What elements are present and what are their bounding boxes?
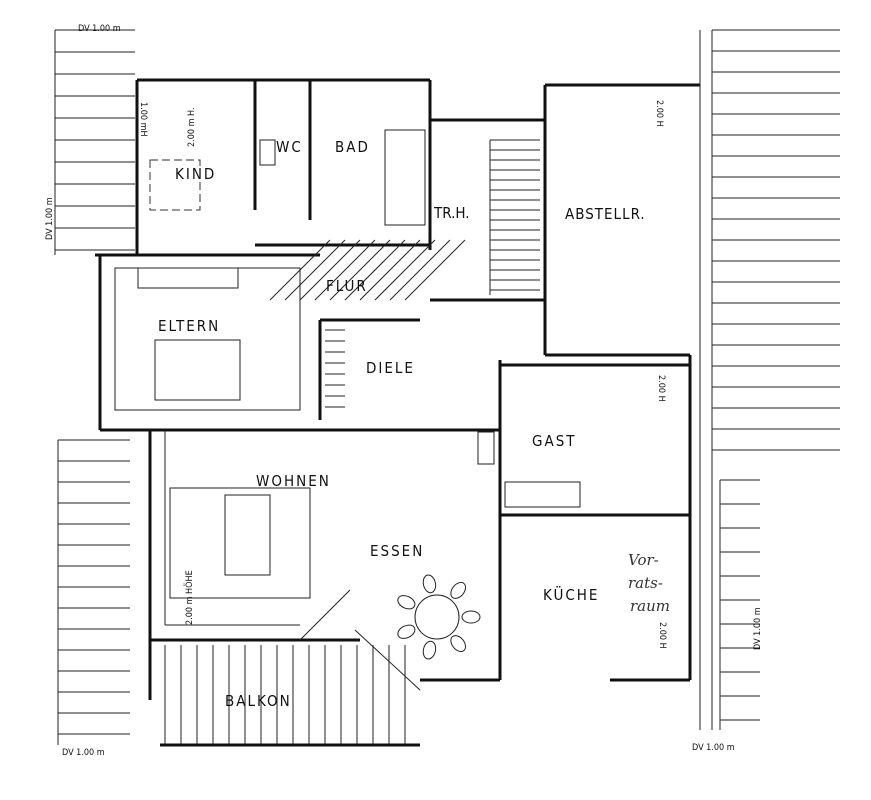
dimension-wohnen-height: 2.00 m HÖHE bbox=[184, 570, 195, 625]
stove-icon bbox=[477, 431, 495, 465]
dining-chair bbox=[397, 624, 416, 639]
furniture bbox=[137, 129, 581, 691]
wardrobe bbox=[137, 267, 239, 289]
sofa bbox=[169, 487, 311, 599]
hatch-line bbox=[314, 239, 376, 301]
room-label-wc: WC bbox=[276, 138, 303, 156]
toilet-icon bbox=[259, 139, 276, 166]
hatch-line bbox=[374, 239, 436, 301]
dimension-dv-left: DV 1.00 m bbox=[45, 197, 55, 240]
dining-chairs bbox=[397, 574, 481, 660]
hatch-line bbox=[284, 239, 346, 301]
flur-hatching bbox=[269, 239, 466, 408]
dimension-kind-height-2: 2.00 m H. bbox=[187, 107, 197, 147]
dimension-dv-right: DV 1.00 m bbox=[753, 607, 763, 650]
hatch-line bbox=[299, 239, 361, 301]
dimension-dv-top-left: DV 1.00 m bbox=[78, 24, 121, 34]
room-label-essen: ESSEN bbox=[370, 542, 424, 560]
room-label-abstellraum: ABSTELLR. bbox=[565, 205, 646, 223]
dining-chair bbox=[422, 640, 437, 660]
roof-slope-hatching bbox=[54, 29, 840, 747]
double-bed bbox=[154, 339, 241, 401]
dining-chair bbox=[422, 574, 437, 594]
door-swing bbox=[299, 589, 421, 691]
room-label-wohnen: WOHNEN bbox=[256, 472, 331, 490]
dining-chair bbox=[397, 595, 416, 610]
room-label-diele: DIELE bbox=[366, 359, 415, 377]
room-label-kind: KIND bbox=[175, 165, 216, 183]
hatch-line bbox=[329, 239, 391, 301]
dining-table bbox=[414, 594, 460, 640]
room-label-bad: BAD bbox=[335, 138, 370, 156]
dimension-dv-bottom-right: DV 1.00 m bbox=[692, 743, 735, 753]
room-label-balkon: BALKON bbox=[225, 692, 292, 710]
room-label-gast: GAST bbox=[532, 432, 577, 450]
room-label-eltern: ELTERN bbox=[158, 317, 220, 335]
child-bed bbox=[149, 159, 201, 211]
handwritten-note-line-3: raum bbox=[630, 597, 670, 615]
room-label-treppenhaus: TR.H. bbox=[433, 204, 470, 222]
dining-chair bbox=[450, 581, 467, 599]
hatch-line bbox=[389, 239, 451, 301]
dimension-gast-height: 2.00 H bbox=[656, 375, 666, 402]
dimension-kueche-height: 2.00 H bbox=[657, 622, 667, 649]
dining-chair bbox=[461, 610, 481, 624]
hatch-line bbox=[344, 239, 406, 301]
room-label-kueche: KÜCHE bbox=[543, 585, 599, 604]
bathtub bbox=[384, 129, 426, 226]
hatch-line bbox=[359, 239, 421, 301]
dining-chair bbox=[450, 635, 467, 653]
handwritten-note-line-1: Vor- bbox=[628, 551, 659, 569]
dimension-dv-bottom-left: DV 1.00 m bbox=[62, 748, 105, 758]
hatch-line bbox=[269, 239, 331, 301]
staircase bbox=[489, 139, 540, 295]
sofa-table bbox=[224, 494, 271, 576]
dimension-abstell-height: 2.00 H bbox=[654, 100, 664, 127]
handwritten-note-line-2: rats- bbox=[628, 574, 663, 592]
room-label-flur: FLUR bbox=[326, 277, 368, 295]
walls bbox=[95, 30, 713, 730]
wardrobe bbox=[504, 481, 581, 508]
hatch-line bbox=[404, 239, 466, 301]
dimension-kind-height-1: 1.00 mH bbox=[138, 102, 148, 137]
